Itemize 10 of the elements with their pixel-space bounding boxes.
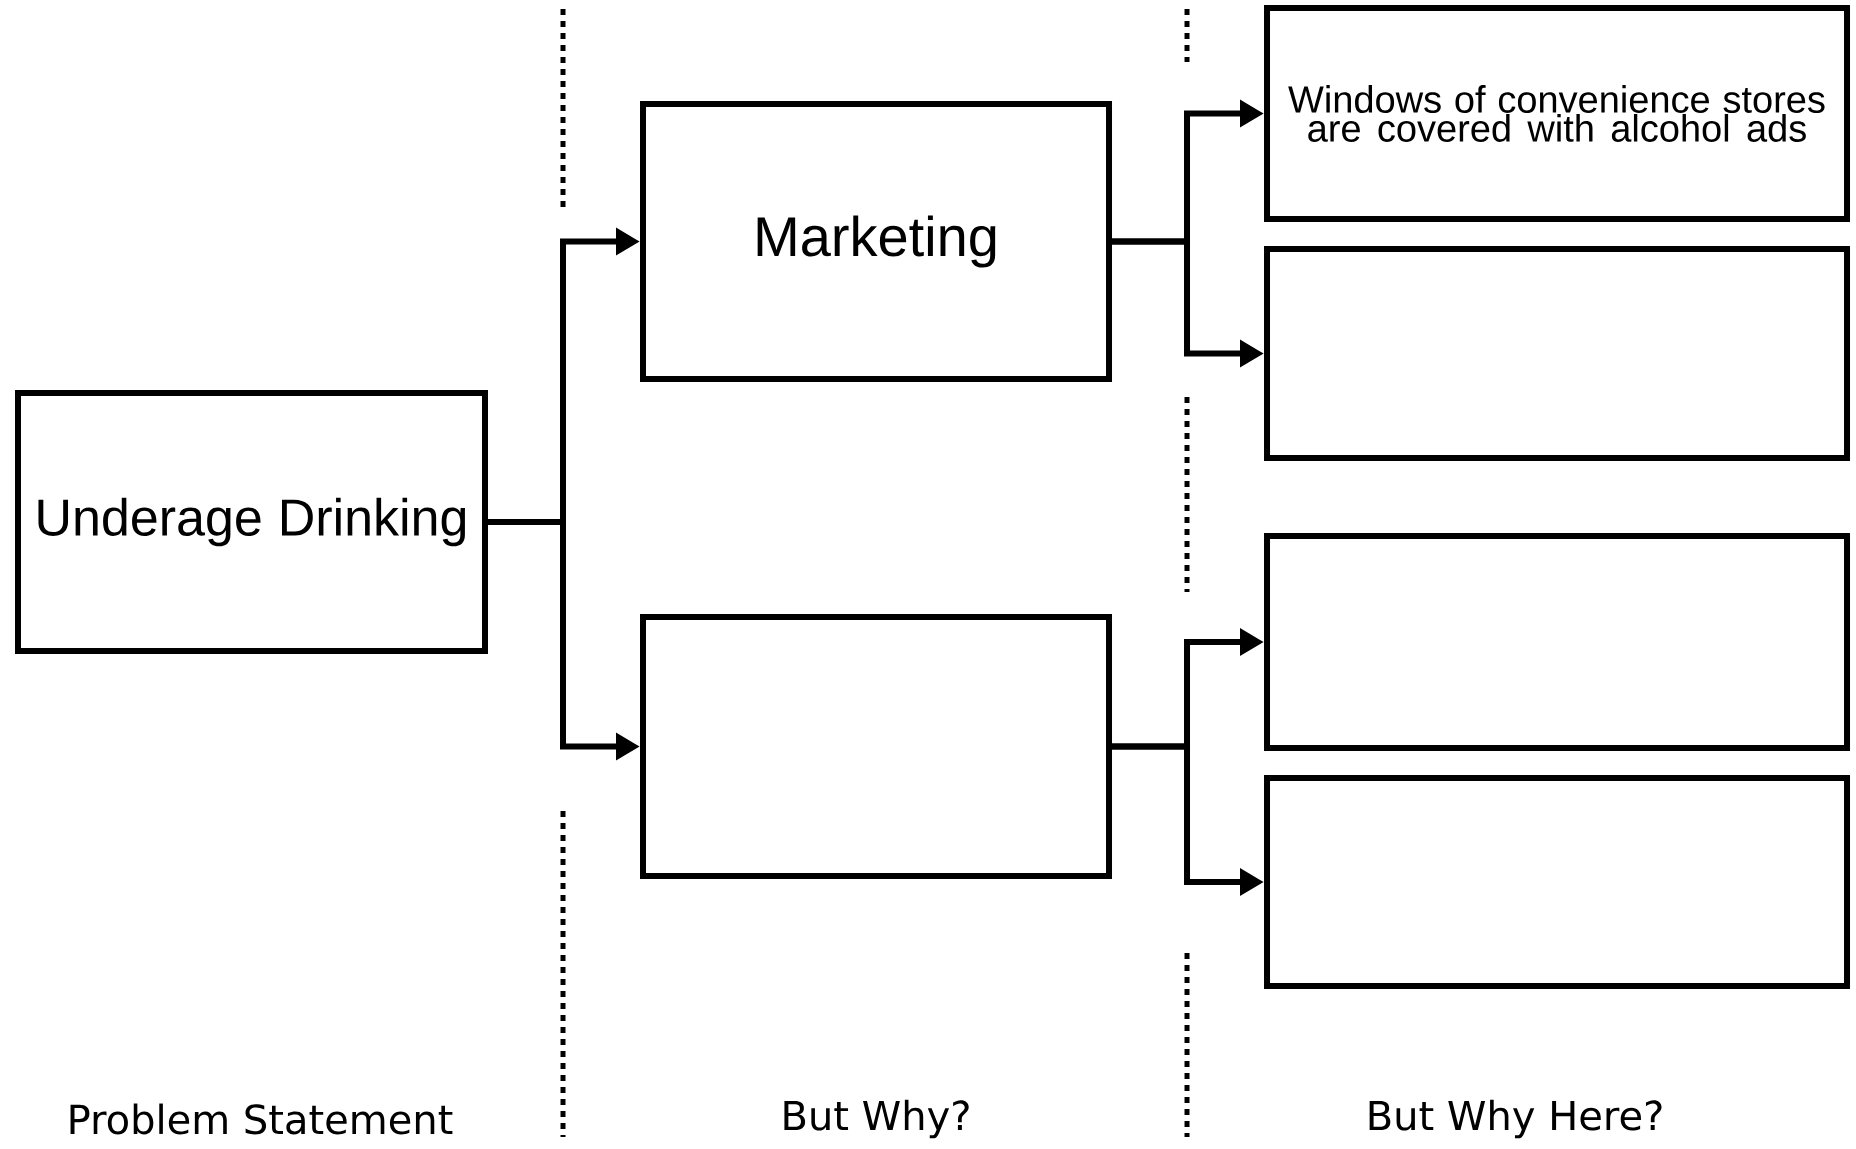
column-heading: Problem Statement [70, 1103, 453, 1135]
empty-box [1264, 533, 1850, 751]
column-heading: But Why? [784, 1099, 969, 1139]
process-box: Windows of convenience stores are covered with alcohol ads [1264, 5, 1850, 222]
process-box: Marketing [640, 101, 1112, 382]
empty-box [640, 614, 1112, 879]
empty-box [1264, 246, 1850, 461]
column-heading: But Why Here? [1369, 1099, 1662, 1139]
process-box: Underage Drinking [15, 390, 488, 654]
empty-box [1264, 775, 1850, 989]
